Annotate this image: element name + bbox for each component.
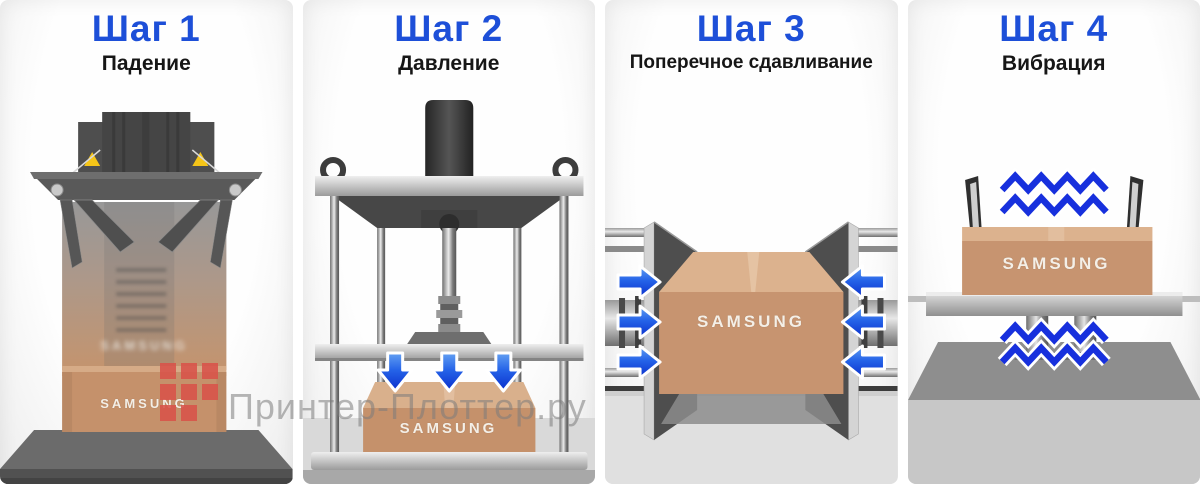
drop-tester-illustration <box>0 112 293 484</box>
step-4-title: Шаг 4 <box>999 8 1109 49</box>
box-shadow <box>661 394 842 424</box>
samsung-label: SAMSUNG <box>399 420 498 437</box>
step-2-panel: Шаг 2 Давление <box>302 0 596 484</box>
warning-triangle-icon <box>192 152 209 166</box>
blur-streaks <box>116 268 167 332</box>
bolt <box>50 183 64 197</box>
step-3-subtitle: Поперечное сдавливание <box>629 51 873 73</box>
samsung-label: SAMSUNG <box>100 396 188 411</box>
step-1-panel: Шаг 1 Падение <box>0 0 293 484</box>
guide-columns <box>329 196 568 454</box>
base-block <box>907 342 1200 484</box>
lower-rail <box>605 386 654 391</box>
samsung-label-ghost: SAMSUNG <box>100 338 188 353</box>
step-2-title: Шаг 2 <box>394 8 504 49</box>
vibration-wave-icon <box>1002 326 1106 362</box>
compression-illustration <box>605 221 898 484</box>
warning-triangle-icon <box>84 152 101 166</box>
samsung-label: SAMSUNG <box>697 312 805 331</box>
lower-rail <box>849 386 898 391</box>
step-1-header: Шаг 1 Падение <box>0 8 293 76</box>
vibration-wave-icon <box>1002 176 1106 212</box>
bolt <box>228 183 242 197</box>
release-claws <box>59 199 233 269</box>
step-4-header: Шаг 4 Вибрация <box>908 8 1200 76</box>
drop-head <box>30 112 263 200</box>
step-2-header: Шаг 2 Давление <box>303 8 596 76</box>
vibration-illustration <box>907 0 1200 484</box>
falling-box-blur <box>62 202 227 370</box>
shaker-plate <box>925 292 1182 316</box>
press-illustration <box>302 100 595 484</box>
top-plate <box>314 176 583 196</box>
bottom-plate <box>310 452 587 470</box>
press-ram <box>406 228 491 344</box>
samsung-label: SAMSUNG <box>1002 254 1111 273</box>
samsung-box <box>362 382 535 452</box>
samsung-box <box>961 227 1152 295</box>
clamp-right <box>1125 176 1143 240</box>
samsung-box <box>659 252 844 394</box>
step-3-title: Шаг 3 <box>696 8 806 49</box>
step-2-subtitle: Давление <box>398 51 500 75</box>
hydraulic-cylinder <box>424 100 473 178</box>
clamp-left <box>964 176 982 240</box>
step-3-panel: Шаг 3 Поперечное сдавливание <box>605 0 898 484</box>
step-1-subtitle: Падение <box>101 51 191 75</box>
step-3-header: Шаг 3 Поперечное сдавливание <box>605 8 898 74</box>
samsung-box <box>62 366 227 432</box>
step-4-panel: Шаг 4 Вибрация <box>907 0 1200 484</box>
step-1-title: Шаг 1 <box>91 8 201 49</box>
step-4-subtitle: Вибрация <box>1001 51 1106 75</box>
drop-platform <box>0 430 293 484</box>
